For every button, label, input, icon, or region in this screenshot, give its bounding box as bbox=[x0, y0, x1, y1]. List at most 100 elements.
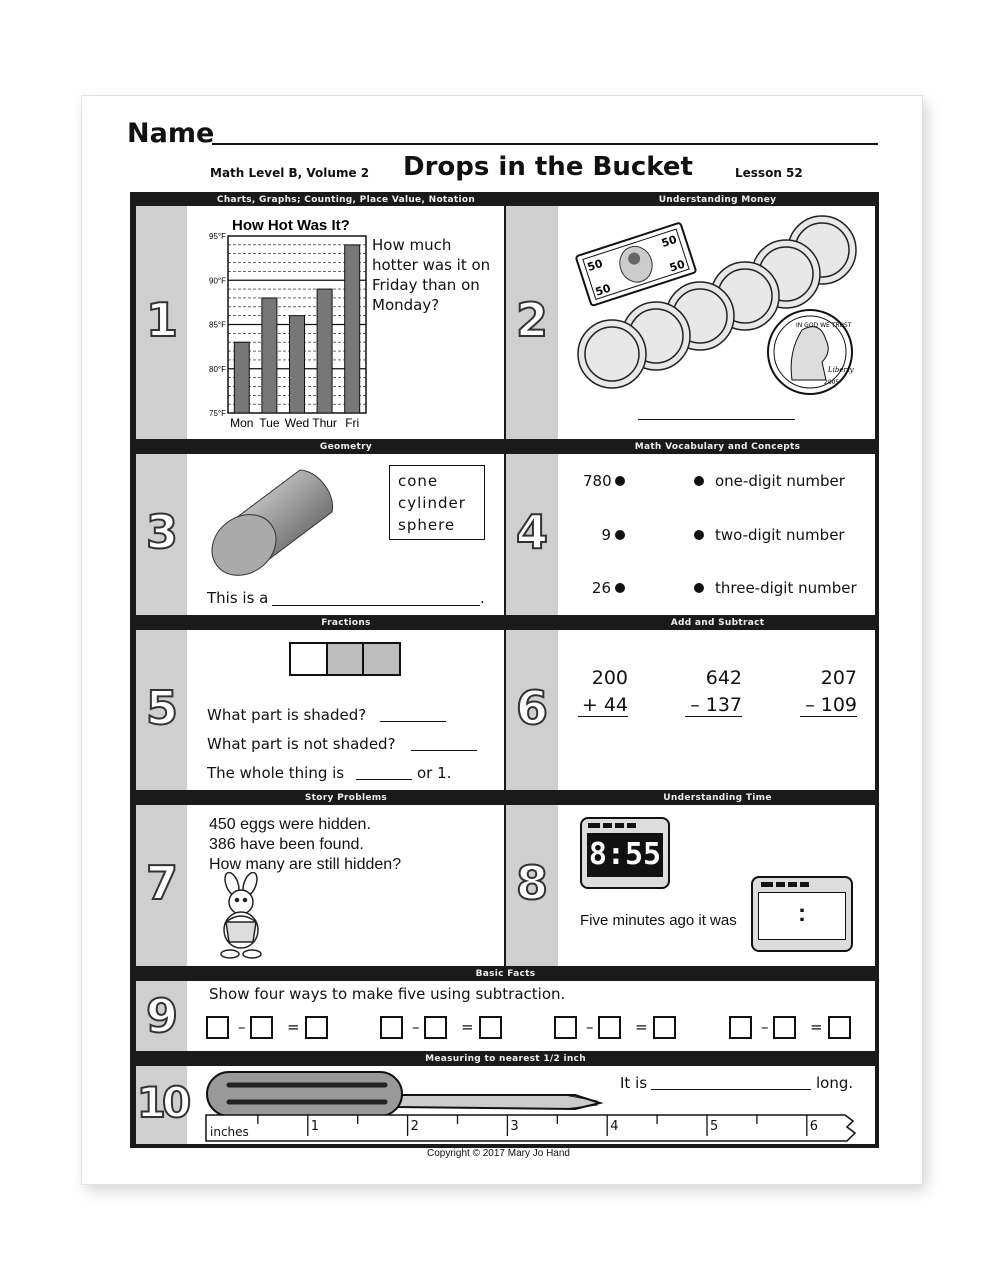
minus-sign: – bbox=[761, 1018, 769, 1036]
chart-bar bbox=[289, 315, 305, 414]
match-dot[interactable] bbox=[694, 476, 704, 486]
bunny-with-basket-icon bbox=[220, 872, 262, 959]
match-dot[interactable] bbox=[694, 583, 704, 593]
lesson-label: Lesson 52 bbox=[735, 166, 803, 180]
clock-time-display: 8:55 bbox=[587, 833, 663, 877]
q5-answer-line[interactable] bbox=[356, 779, 412, 780]
q10-tail: long. bbox=[816, 1074, 854, 1092]
q2-answer-line[interactable] bbox=[638, 419, 795, 420]
q4-left-value: 780 bbox=[583, 472, 612, 490]
answer-box[interactable] bbox=[250, 1016, 273, 1039]
bill-label: 50 bbox=[668, 257, 687, 274]
question-number-9: 9 bbox=[145, 988, 179, 1044]
match-dot[interactable] bbox=[615, 476, 625, 486]
match-dot[interactable] bbox=[615, 530, 625, 540]
question-cell-9 bbox=[187, 981, 875, 1051]
fraction-part-shaded bbox=[364, 644, 400, 674]
question-number-6: 6 bbox=[515, 680, 549, 736]
section-bar-vocabulary: Math Vocabulary and Concepts bbox=[634, 442, 801, 452]
answer-box[interactable] bbox=[305, 1016, 328, 1039]
q5-answer-line[interactable] bbox=[411, 750, 477, 751]
number-column bbox=[506, 630, 558, 790]
answer-box[interactable] bbox=[773, 1016, 796, 1039]
name-field-line[interactable] bbox=[212, 143, 878, 145]
q3-answer-line[interactable] bbox=[272, 605, 480, 606]
q1-question-line: hotter was it on bbox=[372, 256, 491, 274]
number-column bbox=[136, 630, 187, 790]
answer-box[interactable] bbox=[828, 1016, 851, 1039]
q5-line-1: What part is shaded? bbox=[207, 706, 367, 724]
question-cell-4 bbox=[558, 454, 875, 615]
page-title: Drops in the Bucket bbox=[403, 152, 693, 182]
number-column bbox=[136, 981, 187, 1051]
q10-answer-line[interactable] bbox=[651, 1089, 811, 1090]
section-bar-fractions: Fractions bbox=[321, 618, 371, 628]
q7-line: 450 eggs were hidden. bbox=[209, 816, 371, 833]
ruler-inch-label: 4 bbox=[610, 1119, 619, 1134]
q5-line-3: The whole thing is bbox=[207, 764, 345, 782]
inch-ruler bbox=[205, 1114, 857, 1142]
question-number-7: 7 bbox=[145, 855, 179, 911]
choice-cone: cone bbox=[398, 472, 439, 490]
chart-y-tick-label: 90°F bbox=[209, 276, 226, 285]
screwdriver-icon bbox=[206, 1071, 604, 1117]
answer-box[interactable] bbox=[206, 1016, 229, 1039]
ruler-unit-label: inches bbox=[210, 1125, 249, 1139]
equals-sign: = bbox=[287, 1018, 300, 1036]
question-number-8: 8 bbox=[515, 855, 549, 911]
blank-clock-icon: : bbox=[751, 876, 853, 952]
coin-motto: IN GOD WE TRUST bbox=[796, 322, 852, 329]
clock-answer-field[interactable]: : bbox=[758, 892, 846, 940]
chart-bar bbox=[316, 288, 333, 414]
answer-box[interactable] bbox=[653, 1016, 676, 1039]
dime-coins-icon bbox=[577, 215, 857, 389]
question-cell-6 bbox=[558, 630, 875, 790]
answer-box[interactable] bbox=[598, 1016, 621, 1039]
q10-prompt: It is bbox=[620, 1074, 648, 1092]
q1-question-line: Friday than on bbox=[372, 276, 480, 294]
bill-label: 50 bbox=[594, 282, 613, 299]
section-bar-charts: Charts, Graphs; Counting, Place Value, N… bbox=[216, 195, 476, 205]
course-label: Math Level B, Volume 2 bbox=[210, 166, 370, 180]
number-column bbox=[136, 206, 187, 439]
chart-title: How Hot Was It? bbox=[232, 217, 350, 234]
answer-box[interactable] bbox=[729, 1016, 752, 1039]
number-column bbox=[136, 805, 187, 966]
ruler-inch-label: 3 bbox=[510, 1119, 519, 1134]
digital-clock-icon: 8:55 bbox=[580, 817, 670, 889]
chart-y-tick-label: 80°F bbox=[209, 365, 226, 374]
section-bar-story-problems: Story Problems bbox=[304, 793, 388, 803]
section-bar-add-subtract: Add and Subtract bbox=[670, 618, 765, 628]
bill-label: 50 bbox=[586, 257, 605, 274]
q4-right-label: two-digit number bbox=[715, 526, 845, 544]
q6-top-2: 642 bbox=[705, 667, 742, 689]
question-number-2: 2 bbox=[515, 292, 549, 348]
q5-answer-line[interactable] bbox=[380, 721, 446, 722]
answer-box[interactable] bbox=[479, 1016, 502, 1039]
answer-box[interactable] bbox=[554, 1016, 577, 1039]
q6-top-1: 200 bbox=[591, 667, 628, 689]
q6-bottom-3: – 109 bbox=[800, 694, 857, 717]
section-bar-geometry: Geometry bbox=[319, 442, 373, 452]
ruler-inch-label: 6 bbox=[809, 1119, 819, 1134]
section-bar-measuring: Measuring to nearest 1/2 inch bbox=[425, 1054, 586, 1064]
answer-box[interactable] bbox=[380, 1016, 403, 1039]
chart-x-tick-label: Thur bbox=[312, 416, 337, 430]
answer-box[interactable] bbox=[424, 1016, 447, 1039]
q1-question: How much hotter was it on Friday than on… bbox=[372, 235, 490, 315]
bill-label: 50 bbox=[660, 233, 679, 250]
choice-sphere: sphere bbox=[398, 516, 456, 534]
match-dot[interactable] bbox=[615, 583, 625, 593]
money-illustration: 50 50 50 50 IN GOD WE TRUST Liberty 2005 bbox=[575, 215, 857, 395]
chart-x-tick-label: Mon bbox=[230, 416, 253, 430]
coin-year: 2005 bbox=[824, 379, 839, 386]
copyright-notice: Copyright © 2017 Mary Jo Hand bbox=[427, 1148, 570, 1159]
question-number-5: 5 bbox=[145, 680, 179, 736]
number-column bbox=[506, 805, 558, 966]
match-dot[interactable] bbox=[694, 530, 704, 540]
q7-line: How many are still hidden? bbox=[209, 856, 402, 873]
minus-sign: – bbox=[412, 1018, 420, 1036]
cylinder-icon bbox=[211, 469, 334, 576]
chart-y-tick-label: 75°F bbox=[209, 409, 226, 418]
q7-story: 450 eggs were hidden. 386 have been foun… bbox=[209, 815, 401, 875]
